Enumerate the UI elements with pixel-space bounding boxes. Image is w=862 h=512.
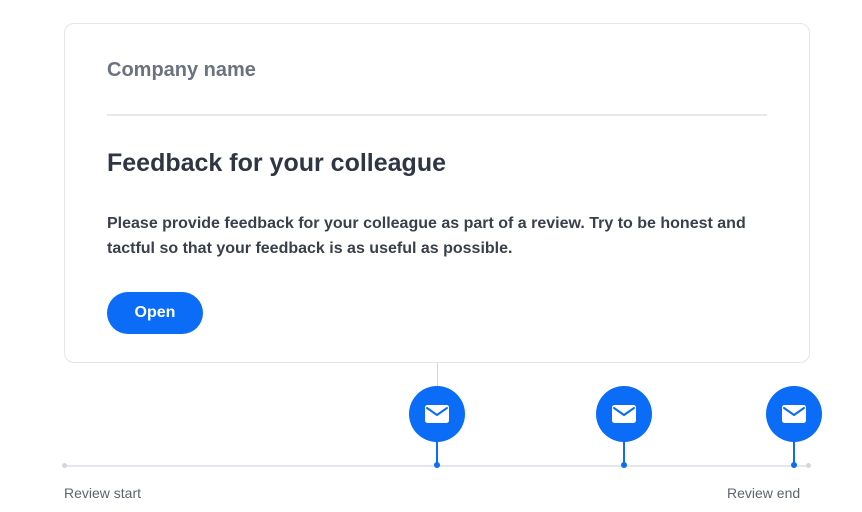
marker-circle[interactable]: [596, 386, 652, 442]
marker-stem: [623, 440, 625, 465]
divider: [107, 114, 767, 116]
marker-circle[interactable]: [409, 386, 465, 442]
marker-dot: [621, 462, 627, 468]
marker-stem: [436, 440, 438, 465]
marker-stem: [793, 440, 795, 465]
card-title: Feedback for your colleague: [107, 149, 446, 177]
envelope-icon: [782, 405, 806, 423]
card-connector: [437, 363, 438, 387]
open-button[interactable]: Open: [107, 292, 203, 334]
timeline-marker[interactable]: [766, 386, 822, 470]
card-description: Please provide feedback for your colleag…: [107, 215, 746, 257]
feedback-card: Company name Feedback for your colleague…: [64, 23, 810, 363]
marker-dot: [791, 462, 797, 468]
marker-circle[interactable]: [766, 386, 822, 442]
company-name: Company name: [107, 59, 256, 81]
timeline-start-label: Review start: [64, 485, 142, 501]
timeline-end-label: Review end: [727, 485, 801, 501]
envelope-icon: [425, 405, 449, 423]
envelope-icon: [612, 405, 636, 423]
timeline-marker[interactable]: [409, 386, 465, 470]
timeline-marker[interactable]: [596, 386, 652, 470]
marker-dot: [434, 462, 440, 468]
timeline-end-dot: [806, 463, 811, 468]
timeline-start-dot: [62, 463, 67, 468]
